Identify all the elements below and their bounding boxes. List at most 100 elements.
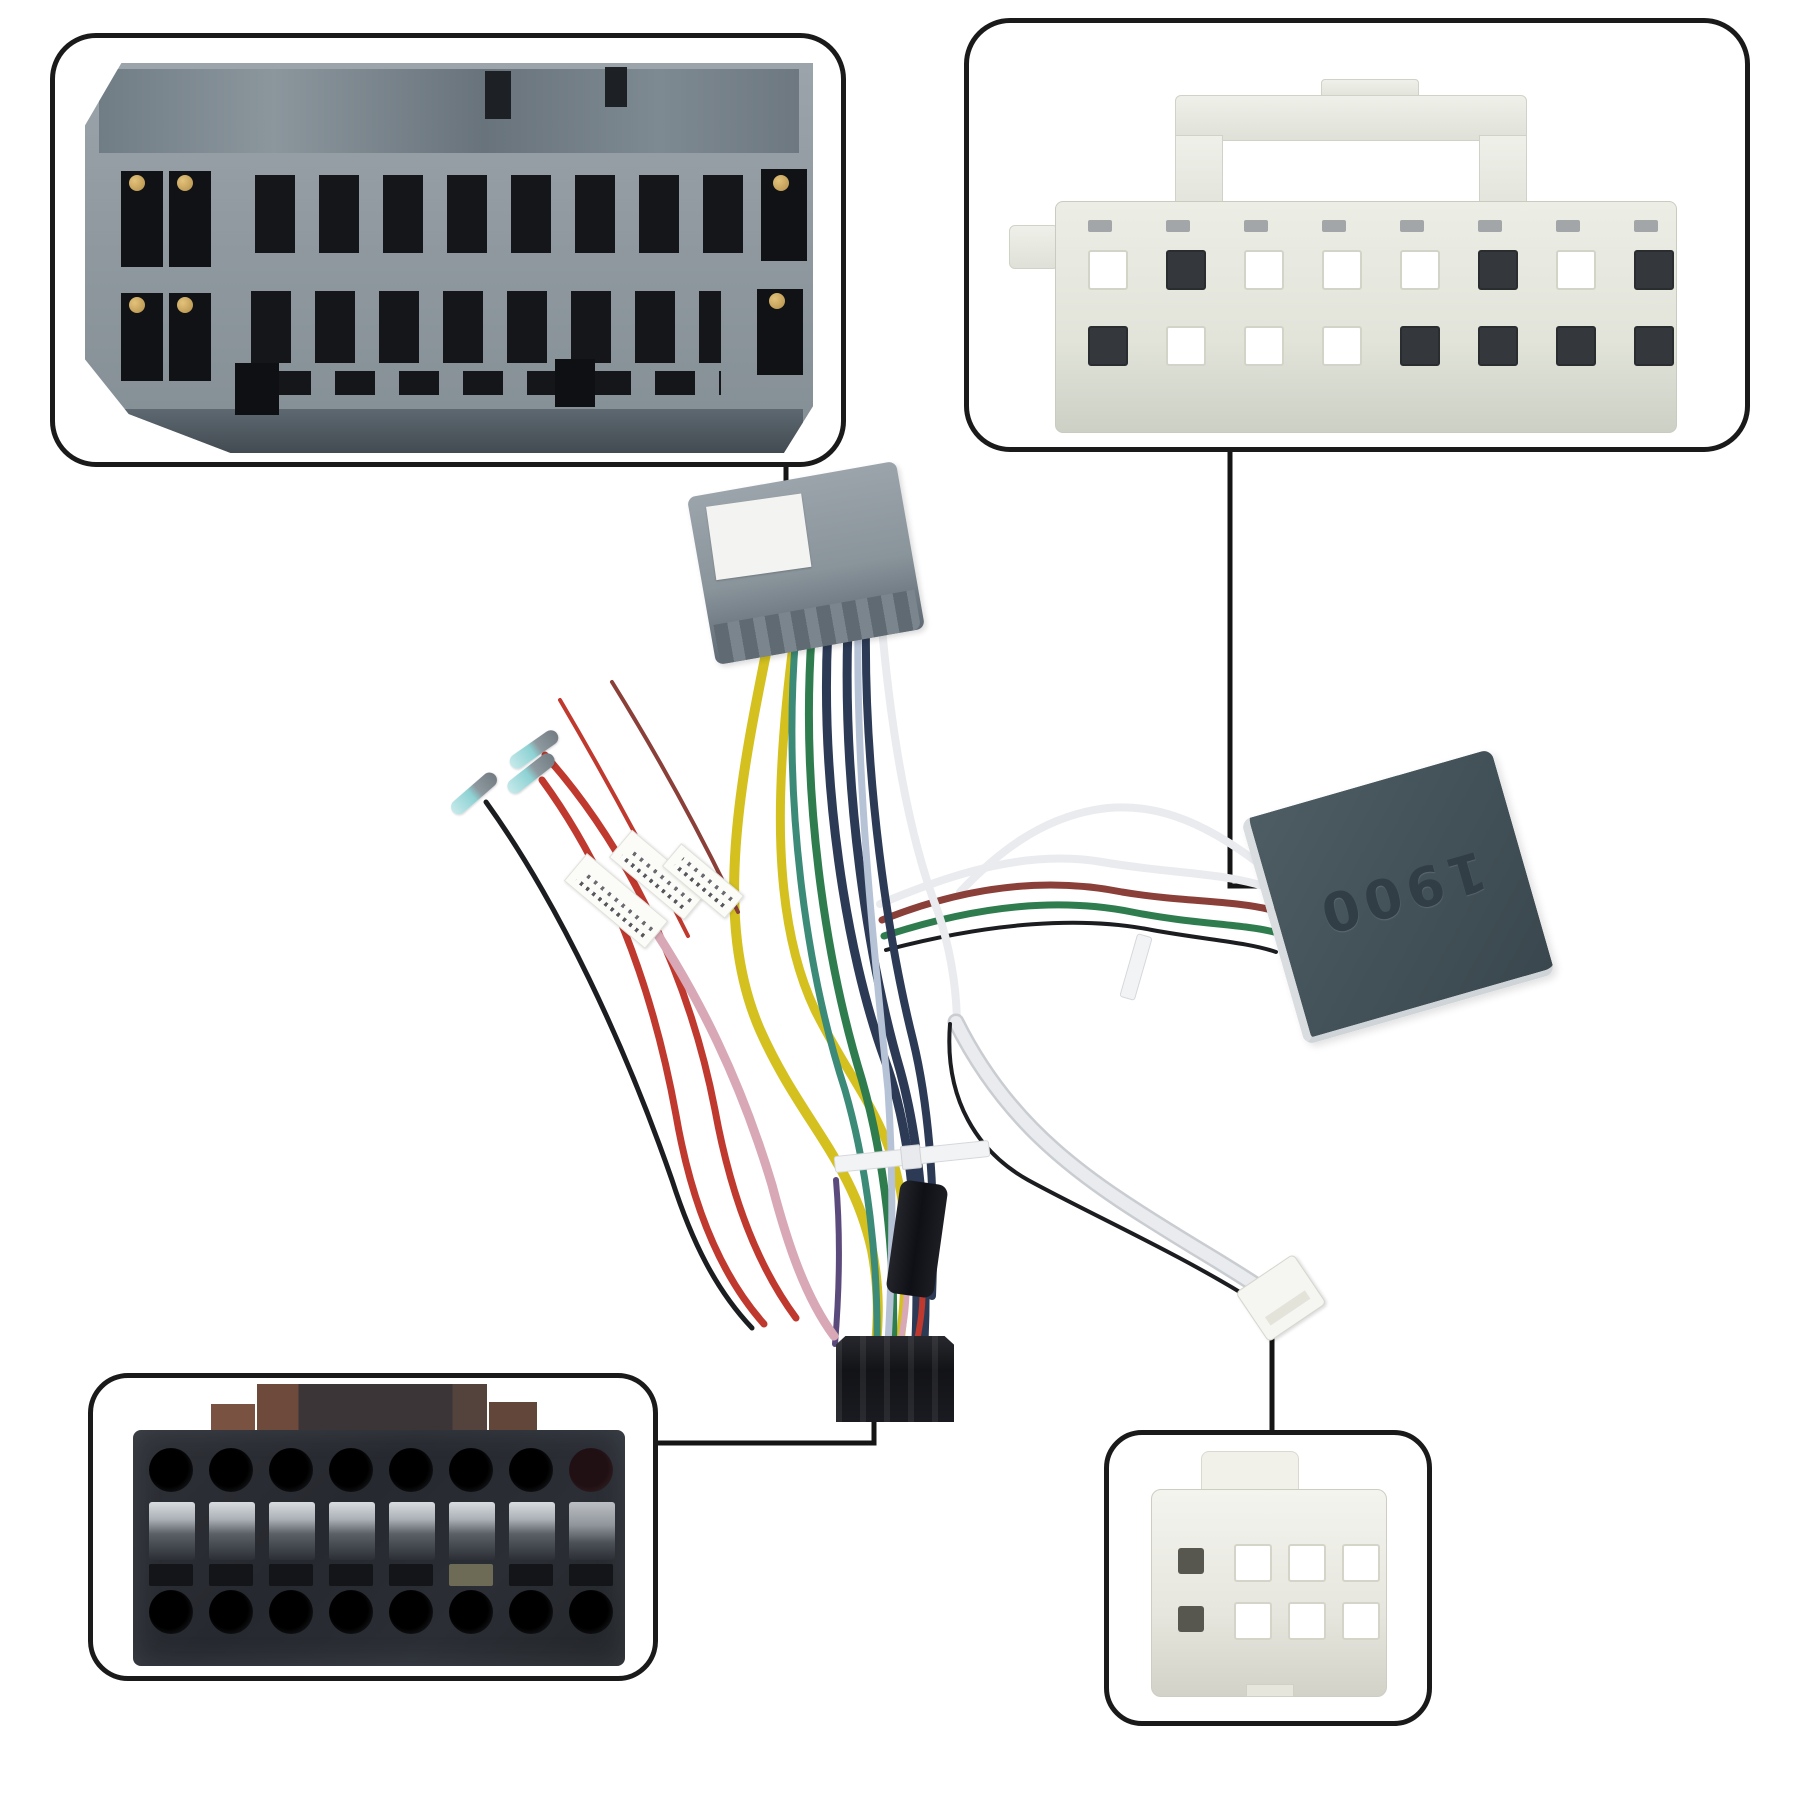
round-terminal-hole: [209, 1448, 253, 1492]
round-terminal-hole: [329, 1590, 373, 1634]
terminal-hole: [1178, 1548, 1204, 1574]
pin-stub-row: [251, 371, 721, 395]
round-terminal-hole: [569, 1448, 613, 1492]
round-terminal-hole: [389, 1448, 433, 1492]
contact-window: [389, 1502, 435, 1560]
terminal-hole: [1342, 1602, 1380, 1640]
harness-quadlock-plug: [686, 460, 926, 666]
terminal-hole: [1478, 326, 1518, 366]
contact-window: [449, 1502, 495, 1560]
terminal-hole: [1400, 250, 1440, 290]
connector-ribs: [836, 1336, 954, 1422]
callout-box-top-left: [50, 33, 846, 467]
round-terminal-hole: [569, 1590, 613, 1634]
contact-window: [209, 1502, 255, 1560]
terminal-hole: [1234, 1602, 1272, 1640]
terminal-hole: [1478, 250, 1518, 290]
contact-window: [269, 1502, 315, 1560]
round-terminal-hole: [509, 1448, 553, 1492]
wire-thin-black-cable: [947, 1022, 1258, 1304]
cable-edge: [947, 1013, 1275, 1301]
wire-pink: [635, 903, 839, 1341]
terminal-hole: [1244, 250, 1284, 290]
gray-connector-bottom-lip: [95, 409, 803, 453]
round-terminal-hole: [449, 1590, 493, 1634]
contact-stub: [449, 1564, 493, 1586]
vent-slit: [1478, 220, 1502, 232]
contact-window: [569, 1502, 615, 1560]
terminal-hole: [1088, 326, 1128, 366]
gold-pin: [129, 297, 145, 313]
contact-stub: [329, 1564, 373, 1586]
terminal-hole: [1634, 250, 1674, 290]
gold-pin: [177, 175, 193, 191]
wire-white-down: [878, 624, 961, 1024]
gray-connector-top-band: [99, 69, 799, 153]
black-connector-top-tab: [257, 1384, 487, 1438]
contact-stub: [509, 1564, 553, 1586]
keyway-slot: [555, 359, 595, 407]
wire-black-left: [483, 799, 755, 1331]
vent-slit: [1244, 220, 1268, 232]
terminal-hole: [1244, 326, 1284, 366]
terminal-hole: [1166, 326, 1206, 366]
vent-slit: [1166, 220, 1190, 232]
white-connector-handle-bar: [1175, 95, 1527, 141]
gold-pin: [177, 297, 193, 313]
terminal-hole: [1088, 250, 1128, 290]
callout-box-bottom-right: [1104, 1430, 1432, 1726]
terminal-hole: [1166, 250, 1206, 290]
terminal-hole: [1322, 326, 1362, 366]
wire-white-canbus-loop: [956, 803, 1266, 896]
round-terminal-hole: [269, 1448, 313, 1492]
terminal-hole: [1342, 1544, 1380, 1582]
round-terminal-hole: [149, 1448, 193, 1492]
pin-row-lower: [251, 291, 721, 363]
wire-red-1: [541, 751, 800, 1322]
contact-stub: [149, 1564, 193, 1586]
terminal-hole: [1634, 326, 1674, 366]
gray-connector-notch: [605, 67, 627, 107]
contact-stub: [569, 1564, 613, 1586]
vent-slit: [1556, 220, 1580, 232]
terminal-hole: [1322, 250, 1362, 290]
white-connector-body: [1055, 201, 1677, 433]
terminal-hole: [1288, 1602, 1326, 1640]
contact-stub: [209, 1564, 253, 1586]
zip-tie-buckle: [899, 1144, 923, 1171]
vent-slit: [1634, 220, 1658, 232]
keyway-slot: [235, 363, 279, 415]
callout-box-top-right: [964, 18, 1750, 452]
contact-window: [329, 1502, 375, 1560]
wire-black-branch: [884, 920, 1278, 954]
terminal-hole: [1288, 1544, 1326, 1582]
terminal-hole: [1400, 326, 1440, 366]
contact-stub: [269, 1564, 313, 1586]
vent-slit: [1322, 220, 1346, 232]
round-terminal-hole: [329, 1448, 373, 1492]
terminal-hole: [1234, 1544, 1272, 1582]
round-terminal-hole: [209, 1590, 253, 1634]
round-terminal-hole: [509, 1590, 553, 1634]
pin-row-upper: [255, 175, 753, 253]
gray-connector-body: [85, 63, 813, 453]
round-terminal-hole: [449, 1448, 493, 1492]
round-terminal-hole: [269, 1590, 313, 1634]
contact-window: [149, 1502, 195, 1560]
black-16pin-connector: [836, 1336, 954, 1422]
terminal-hole: [1178, 1606, 1204, 1632]
contact-stub: [389, 1564, 433, 1586]
wire-white-branch: [876, 854, 1274, 908]
small-white-connector-nub: [1246, 1684, 1294, 1697]
vent-slit: [1088, 220, 1112, 232]
wire-purple: [832, 1177, 842, 1347]
gold-pin: [769, 293, 785, 309]
gray-connector-notch: [485, 71, 511, 119]
wire-green-branch: [880, 901, 1278, 940]
wire-teal: [788, 628, 881, 1348]
black-connector-closeup-body: [133, 1430, 625, 1666]
plug-white-label: [706, 493, 812, 581]
contact-window: [509, 1502, 555, 1560]
small-white-connector-body: [1151, 1489, 1387, 1697]
